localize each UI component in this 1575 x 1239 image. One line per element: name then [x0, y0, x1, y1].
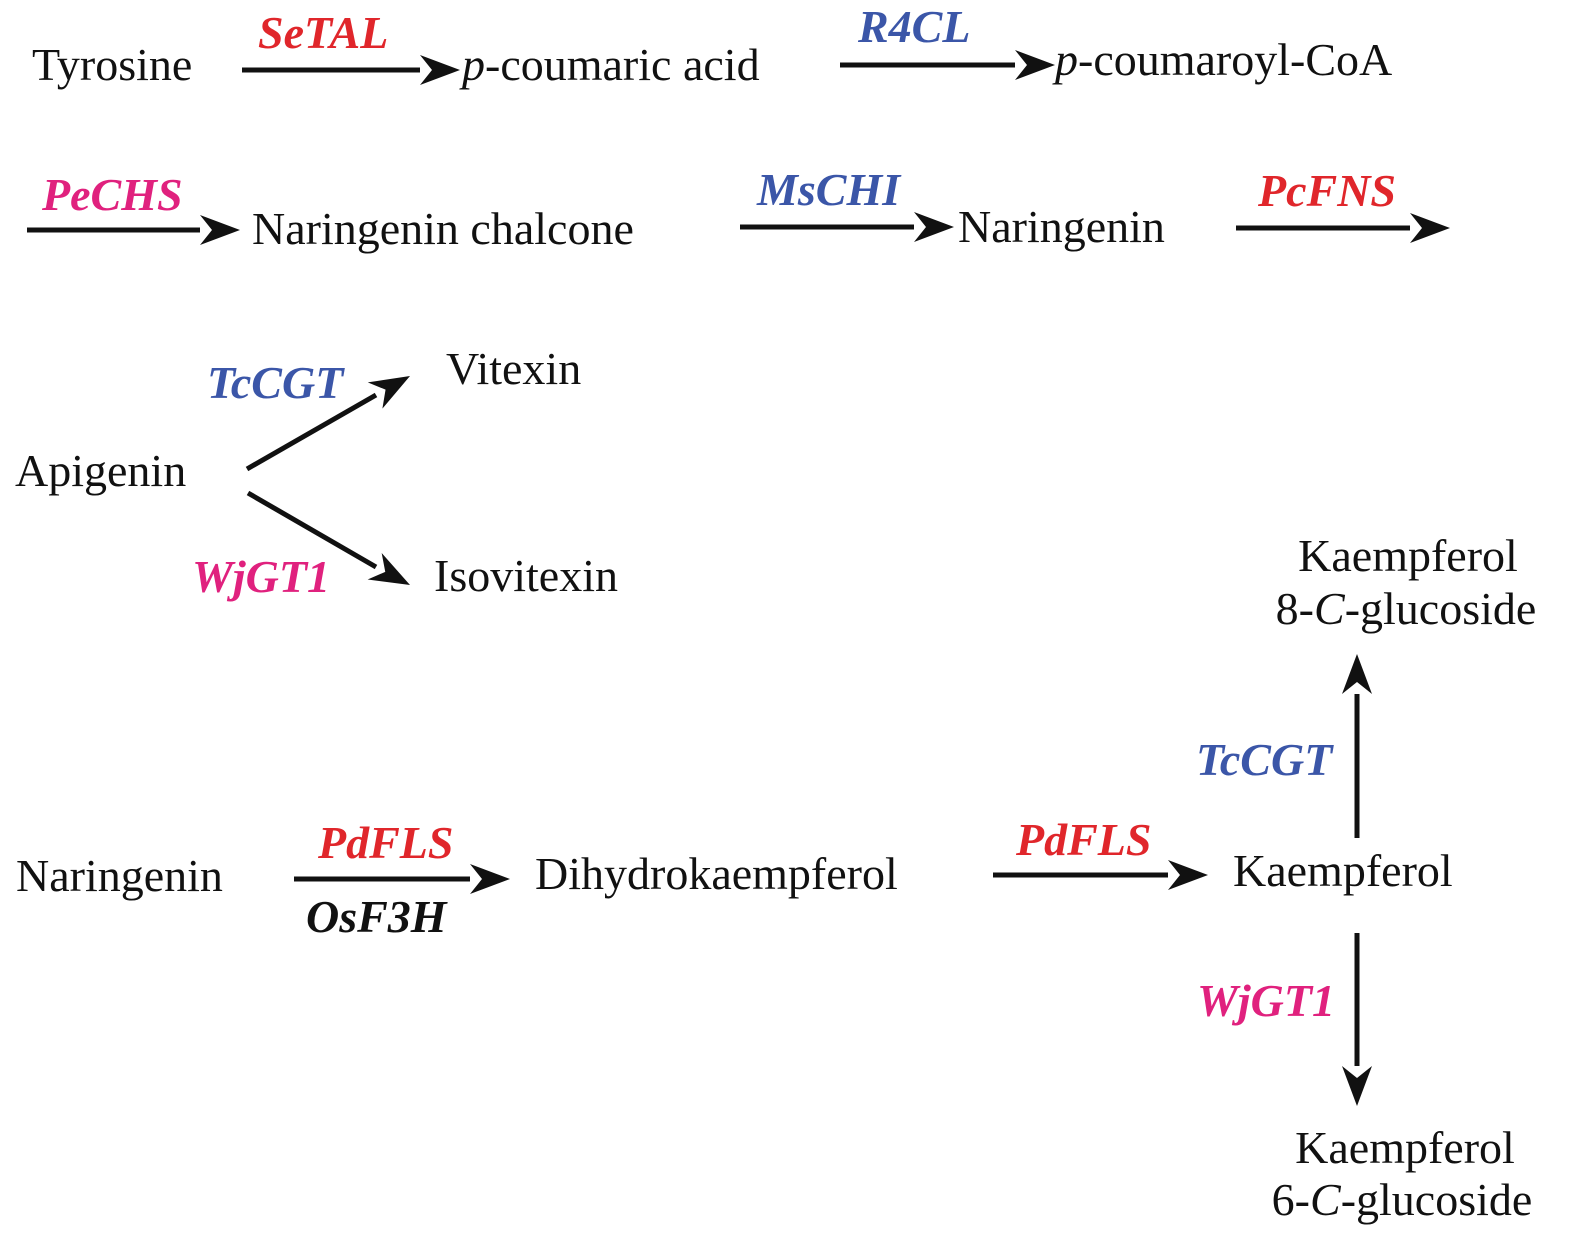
arrow-head: [200, 215, 240, 245]
k8-prefix: 8-: [1276, 583, 1314, 634]
enzyme-wjgt1-1: WjGT1: [192, 551, 330, 602]
arrow-head: [1342, 1066, 1372, 1106]
arrow-head: [367, 376, 410, 409]
arrow-head: [1410, 213, 1450, 243]
node-apigenin: Apigenin: [15, 445, 186, 496]
node-p-coumaric-acid: p-coumaric acid: [459, 39, 760, 90]
coumaric-rest: -coumaric acid: [485, 39, 760, 90]
arrow-shaft: [245, 392, 378, 472]
arrow-pdfls-osf3h: [294, 864, 510, 894]
enzyme-tccgt-2: TcCGT: [1196, 734, 1334, 785]
arrow-to-isovitexin: [246, 490, 410, 585]
arrow-r4cl: [840, 50, 1055, 80]
enzyme-r4cl: R4CL: [857, 1, 970, 52]
arrow-pcfns: [1236, 213, 1450, 243]
node-naringenin-2: Naringenin: [16, 850, 223, 901]
node-naringenin-chalcone: Naringenin chalcone: [252, 203, 634, 254]
node-tyrosine: Tyrosine: [32, 39, 192, 90]
k6-c-italic: C: [1310, 1174, 1342, 1225]
node-vitexin: Vitexin: [446, 343, 581, 394]
arrow-head: [914, 212, 954, 242]
p-italic-2: p: [1052, 34, 1078, 85]
arrow-head: [420, 55, 460, 85]
enzyme-tccgt-1: TcCGT: [207, 357, 345, 408]
arrow-head: [1342, 654, 1372, 694]
node-p-coumaroyl-coa: p-coumaroyl-CoA: [1052, 34, 1392, 85]
arrow-pechs: [27, 215, 240, 245]
k8-suffix: -glucoside: [1345, 583, 1537, 634]
arrow-to-kaempferol-8c: [1342, 654, 1372, 838]
enzyme-setal: SeTAL: [258, 7, 388, 58]
arrow-head: [470, 864, 510, 894]
node-kaempferol-6c-line2: 6-C-glucoside: [1272, 1174, 1533, 1225]
k8-c-italic: C: [1314, 583, 1346, 634]
node-isovitexin: Isovitexin: [434, 550, 618, 601]
k6-suffix: -glucoside: [1341, 1174, 1533, 1225]
arrow-setal: [242, 55, 460, 85]
node-kaempferol-6c-line1: Kaempferol: [1295, 1122, 1515, 1173]
arrow-to-kaempferol-6c: [1342, 933, 1372, 1106]
coumaroyl-rest: -coumaroyl-CoA: [1078, 34, 1392, 85]
enzyme-pdfls-1: PdFLS: [317, 817, 453, 868]
node-kaempferol-8c-line2: 8-C-glucoside: [1276, 583, 1537, 634]
k6-prefix: 6-: [1272, 1174, 1310, 1225]
arrow-mschi: [740, 212, 954, 242]
arrow-shaft: [246, 490, 378, 570]
node-dihydrokaempferol: Dihydrokaempferol: [535, 848, 898, 899]
enzyme-pechs: PeCHS: [41, 169, 183, 220]
arrow-head: [1015, 50, 1055, 80]
p-italic: p: [459, 39, 485, 90]
enzyme-osf3h: OsF3H: [306, 891, 448, 942]
enzyme-mschi: MsCHI: [756, 164, 902, 215]
enzyme-pdfls-2: PdFLS: [1015, 814, 1151, 865]
enzyme-pcfns: PcFNS: [1257, 165, 1396, 216]
node-kaempferol: Kaempferol: [1233, 845, 1453, 896]
node-naringenin: Naringenin: [958, 201, 1165, 252]
arrow-head: [1168, 860, 1208, 890]
enzyme-wjgt1-2: WjGT1: [1197, 975, 1335, 1026]
arrow-to-vitexin: [245, 376, 410, 472]
arrow-pdfls-2: [993, 860, 1208, 890]
arrow-head: [367, 553, 410, 585]
node-kaempferol-8c-line1: Kaempferol: [1298, 530, 1518, 581]
